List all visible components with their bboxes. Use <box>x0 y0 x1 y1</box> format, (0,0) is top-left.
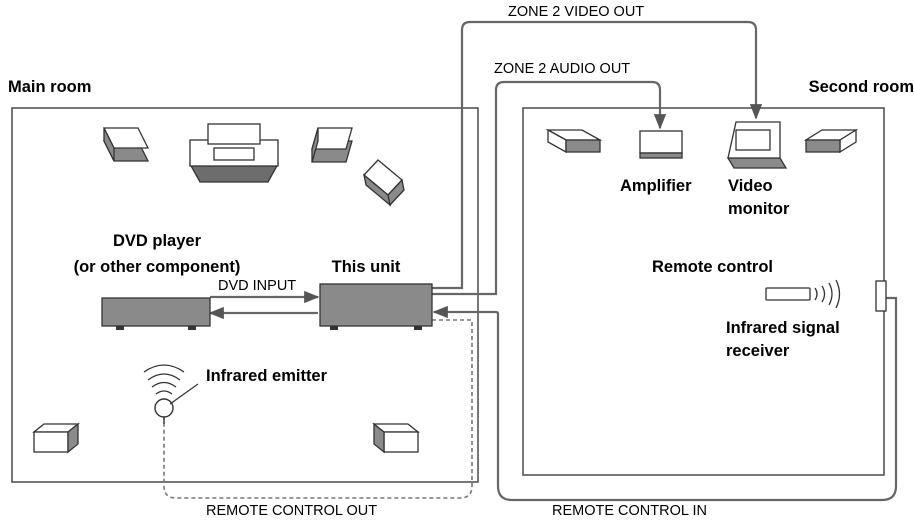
zone2-audio-out-label: ZONE 2 AUDIO OUT <box>494 61 630 77</box>
second-room-title: Second room <box>809 78 914 96</box>
this-unit-icon <box>319 283 433 330</box>
amplifier-label: Amplifier <box>620 177 692 195</box>
zone2-right-speaker-icon <box>803 128 859 154</box>
zone2-video-out-label: ZONE 2 VIDEO OUT <box>508 4 644 20</box>
dvd-player-label-line2: (or other component) <box>74 258 241 276</box>
dvd-input-label: DVD INPUT <box>218 278 296 294</box>
infrared-receiver-label-line2: receiver <box>726 342 790 360</box>
dvd-player-label-line1: DVD player <box>113 232 202 250</box>
remote-control-in-label: REMOTE CONTROL IN <box>552 503 707 519</box>
second-room-frame <box>522 107 885 476</box>
front-left-speaker-icon <box>102 127 150 162</box>
infrared-emitter-icon <box>143 364 185 424</box>
video-monitor-label-line2: monitor <box>728 200 790 218</box>
infrared-receiver-label-line1: Infrared signal <box>726 319 840 337</box>
this-unit-label: This unit <box>332 258 401 276</box>
remote-control-in-cable <box>432 296 898 502</box>
infrared-receiver-icon <box>875 280 887 312</box>
infrared-emitter-label: Infrared emitter <box>206 367 328 385</box>
infrared-emitter-pointer <box>169 383 199 405</box>
remote-control-out-label: REMOTE CONTROL OUT <box>206 503 377 519</box>
dvd-player-icon <box>101 297 211 330</box>
rear-left-speaker-icon <box>32 422 80 454</box>
remote-control-icon <box>765 279 841 309</box>
zone2-left-speaker-icon <box>545 128 603 154</box>
subwoofer-speaker-icon <box>363 159 405 207</box>
rear-right-speaker-icon <box>372 422 420 454</box>
main-room-title: Main room <box>8 78 91 96</box>
remote-control-out-cable <box>163 319 473 499</box>
video-monitor-label-line1: Video <box>728 177 773 195</box>
video-monitor-icon <box>726 121 788 169</box>
center-speaker-tv-icon <box>188 123 280 183</box>
zone2-video-out-cable <box>432 20 763 290</box>
front-right-speaker-icon <box>311 127 353 163</box>
amplifier-icon <box>639 130 683 159</box>
remote-control-label: Remote control <box>652 258 773 276</box>
zone2-audio-out-cable <box>432 80 667 296</box>
